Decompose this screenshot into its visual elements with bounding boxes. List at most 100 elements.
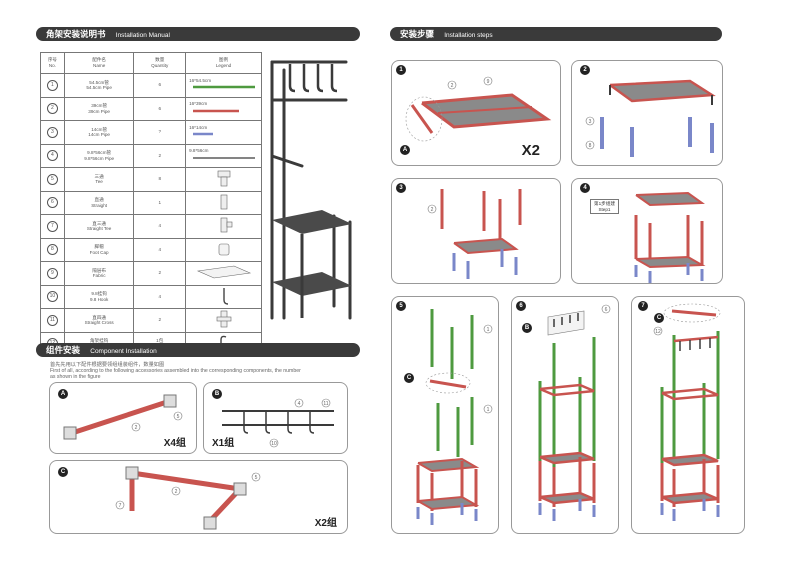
part-quantity: 1 bbox=[133, 190, 187, 215]
assembly-c-drawing: 7 5 2 bbox=[115, 466, 261, 530]
assembly-b-drawing: 4 10 11 bbox=[222, 398, 334, 448]
step-1-panel: 1 2 9 A X2 bbox=[391, 60, 561, 166]
component-panel-c: C 7 5 2 X2组 bbox=[49, 460, 348, 534]
cross-connector-icon bbox=[185, 308, 262, 333]
assembly-a-drawing: 5 2 bbox=[63, 394, 183, 440]
row-number: 6 bbox=[46, 197, 58, 209]
part-quantity: 2 bbox=[133, 143, 187, 168]
step-6-drawing: 6 bbox=[538, 304, 611, 521]
svg-text:2: 2 bbox=[431, 207, 434, 213]
step-3-drawing: 2 bbox=[427, 189, 522, 279]
left-header-en: Installation Manual bbox=[115, 32, 170, 39]
step-4-badge: 4 bbox=[580, 183, 590, 193]
svg-text:3: 3 bbox=[589, 119, 592, 125]
component-note: 首先先用以下配件根据要领组组装组件，数量如图 First of all, acc… bbox=[50, 362, 301, 380]
step-7-sub-badge: C bbox=[654, 313, 664, 323]
thin-pipe-icon: 9.8*56cm bbox=[185, 143, 262, 168]
part-quantity: 2 bbox=[133, 261, 187, 286]
part-quantity: 4 bbox=[133, 237, 187, 262]
step-1-count: X2 bbox=[521, 142, 540, 159]
part-quantity: 6 bbox=[133, 73, 187, 98]
row-number: 2 bbox=[46, 103, 58, 115]
right-header-en: Installation steps bbox=[444, 32, 493, 39]
step-1-drawing: 2 9 bbox=[405, 76, 552, 142]
row-number: 3 bbox=[46, 126, 58, 138]
callout-b-1: 4 bbox=[298, 401, 301, 407]
left-header-zh: 角架安装说明书 bbox=[46, 29, 106, 39]
row-number: 9 bbox=[46, 267, 58, 279]
hook-icon bbox=[185, 284, 262, 309]
callout-c-2: 5 bbox=[255, 475, 258, 481]
badge-a: A bbox=[58, 389, 68, 399]
fabric-sheet-icon bbox=[185, 261, 262, 286]
step-4-drawing bbox=[634, 191, 706, 283]
count-b: X1组 bbox=[212, 438, 235, 449]
svg-text:1: 1 bbox=[487, 407, 490, 413]
right-header-zh: 安装步骤 bbox=[400, 29, 435, 39]
step-5-badge: 5 bbox=[396, 301, 406, 311]
step-3-badge: 3 bbox=[396, 183, 406, 193]
foot-cap-icon bbox=[185, 237, 262, 262]
rack-overview-illustration bbox=[270, 60, 352, 320]
part-quantity: 6 bbox=[133, 96, 187, 121]
callout-c-1: 7 bbox=[119, 503, 122, 509]
row-number: 10 bbox=[46, 291, 58, 303]
row-number: 11 bbox=[46, 314, 58, 326]
part-quantity: 4 bbox=[133, 214, 187, 239]
svg-text:6: 6 bbox=[605, 307, 608, 313]
row-number: 4 bbox=[46, 150, 58, 162]
component-header: 组件安装 Component Installation bbox=[36, 343, 360, 357]
straight-connector-icon bbox=[185, 190, 262, 215]
callout-b-3: 11 bbox=[323, 401, 328, 407]
callout-a-1: 5 bbox=[177, 414, 180, 420]
badge-c: C bbox=[58, 467, 68, 477]
step-1-badge: 1 bbox=[396, 65, 406, 75]
part-quantity: ? bbox=[133, 120, 187, 145]
step-6-panel: 6 6 B bbox=[511, 296, 619, 534]
svg-text:9: 9 bbox=[487, 79, 490, 85]
step-2-drawing: 3 8 bbox=[585, 79, 716, 157]
right-header: 安装步骤 Installation steps bbox=[390, 27, 722, 41]
svg-text:8: 8 bbox=[589, 143, 592, 149]
step-3-panel: 3 2 bbox=[391, 178, 561, 284]
straight-tee-icon bbox=[185, 214, 262, 239]
row-number: 1 bbox=[46, 79, 58, 91]
step-1-sub-badge: A bbox=[400, 145, 410, 155]
step-7-drawing: 12 bbox=[653, 303, 721, 521]
part-quantity: 2 bbox=[133, 308, 187, 333]
red-pipe-icon: 16*39cm bbox=[185, 96, 262, 121]
step-5-sub-badge: C bbox=[404, 373, 414, 383]
step-2-panel: 2 3 8 bbox=[571, 60, 723, 166]
step-7-panel: 7 12 C bbox=[631, 296, 745, 534]
green-pipe-icon: 16*54.5cm bbox=[185, 73, 262, 98]
left-header: 角架安装说明书 Installation Manual bbox=[36, 27, 360, 41]
step-6-badge: 6 bbox=[516, 301, 526, 311]
tee-connector-icon bbox=[185, 167, 262, 192]
component-panel-b: B 4 10 11 X1组 bbox=[203, 382, 348, 454]
step-6-sub-badge: B bbox=[522, 323, 532, 333]
callout-a-2: 2 bbox=[135, 425, 138, 431]
blue-pipe-icon: 16*14cm bbox=[185, 120, 262, 145]
